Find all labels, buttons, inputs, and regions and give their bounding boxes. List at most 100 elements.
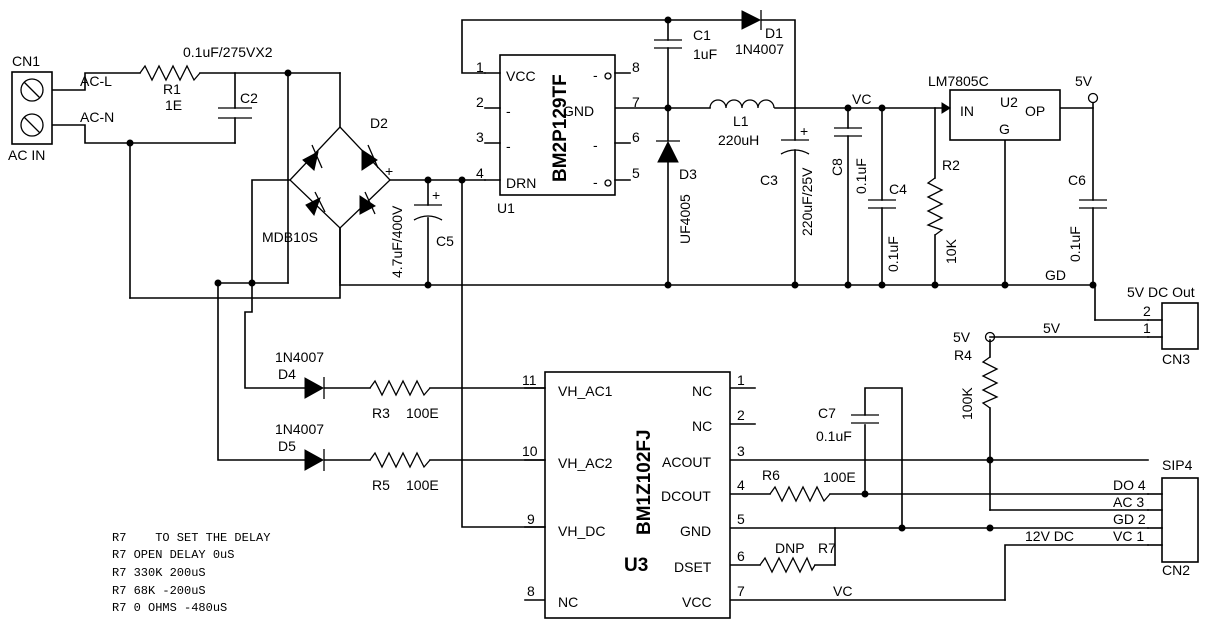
net-ac-n: AC-N [80,109,114,125]
u3-pin8-num: 8 [527,583,535,599]
d5-value: 1N4007 [275,421,324,437]
capacitor-c1: C1 1uF [654,27,717,62]
c1-ref: C1 [693,27,711,43]
connector-cn3: 5V DC Out 2 1 CN3 5V [1043,284,1199,367]
u1-pin1-name: VCC [506,68,536,84]
u3-pin4-name: DCOUT [661,488,711,504]
note-line: R7 OPEN DELAY 0uS [112,548,234,562]
capacitor-c8: C8 0.1uF [829,127,869,194]
cn2-title: SIP4 [1162,457,1193,473]
u2-pin-in: IN [960,103,974,119]
capacitor-c5: + C5 4.7uF/400V [389,187,454,278]
c4-ref: C4 [889,181,907,197]
diode-d3: D3 UF4005 [656,140,697,244]
r6-value: 100E [823,469,856,485]
r3-value: 100E [406,405,439,421]
resistor-r2: R2 10K [926,157,960,264]
note-line: R7 330K 200uS [112,566,206,580]
u1-pin4-num: 4 [476,165,484,181]
capacitor-c6: C6 0.1uF [1067,172,1107,262]
resistor-r6: R6 100E [762,467,856,503]
cn2-pin1: VC 1 [1113,528,1144,544]
net-vc: VC [852,91,871,107]
connector-cn2: SIP4 DO 4 AC 3 GD 2 VC 1 CN2 12V DC [1025,457,1199,578]
c8-value: 0.1uF [853,158,869,194]
u1-pin1-num: 1 [476,59,484,75]
r1-value: 1E [165,97,182,113]
r4-net: 5V [953,329,971,345]
l1-value: 220uH [718,132,759,148]
u1-pin2-name: - [506,103,511,119]
c2-value: 0.1uF/275VX2 [183,44,273,60]
u3-pin6-name: DSET [674,559,712,575]
u3-part: BM1Z102FJ [634,429,655,535]
cn3-pin1: 1 [1143,320,1151,336]
resistor-r1: R1 1E [139,64,201,113]
c3-ref: C3 [760,172,778,188]
u3-pin8-name: NC [558,594,578,610]
capacitor-c4: C4 0.1uF [868,181,907,272]
u3-pin1-num: 1 [737,372,745,388]
u1-pin6-name: - [593,137,598,153]
cn3-ref: CN3 [1162,351,1190,367]
u3-pin4-num: 4 [737,477,745,493]
resistor-r3: R3 100E [369,379,439,421]
bridge-d2: + D2 MDB10S [262,115,393,245]
u2-part: LM7805C [928,73,989,89]
net-5v: 5V [1075,73,1093,89]
d4-value: 1N4007 [275,349,324,365]
d1-ref: D1 [765,25,783,41]
c5-value: 4.7uF/400V [389,205,405,278]
u3-pin10-name: VH_AC2 [558,455,613,471]
diode-d1: D1 1N4007 [735,10,784,57]
note-line: R7 68K -200uS [112,584,206,598]
regulator-u2: LM7805C U2 IN G OP [928,73,1061,141]
cn2-pin2: GD 2 [1113,511,1146,527]
u1-pin8-name: - [593,67,598,83]
u3-pin5-name: GND [680,523,711,539]
u1-pin3-num: 3 [476,129,484,145]
c2-ref: C2 [240,90,258,106]
connector-cn1: CN1 AC IN AC-L AC-N [8,53,114,163]
cn2-pin3: AC 3 [1113,494,1144,510]
c7-ref: C7 [818,405,836,421]
diode-d5: 1N4007 D5 [275,421,325,471]
l1-ref: L1 [733,113,749,129]
net-cn3-5v: 5V [1043,320,1061,336]
u1-pin5-name: - [593,174,598,190]
r1-ref: R1 [163,81,181,97]
u3-pin7-num: 7 [737,583,745,599]
r5-value: 100E [406,477,439,493]
u3-pin9-name: VH_DC [558,523,605,539]
cn2-pin4: DO 4 [1113,477,1146,493]
capacitor-c2: 0.1uF/275VX2 C2 [183,44,273,119]
d3-value: UF4005 [677,194,693,244]
u3-pin3-name: ACOUT [662,454,711,470]
net-vc-u3: VC [833,583,852,599]
c6-value: 0.1uF [1067,226,1083,262]
u3-pin6-num: 6 [737,548,745,564]
ic-u1: 1 2 3 4 VCC - - DRN 8 7 6 5 - GND - - BM… [476,54,640,216]
net-ac-l: AC-L [80,73,112,89]
capacitor-c3: + C3 220uF/25V [760,123,815,236]
r4-value: 100K [959,387,975,420]
u2-pin-op: OP [1025,103,1045,119]
u3-ref: U3 [624,555,648,576]
capacitor-c7: C7 0.1uF [816,405,879,444]
u3-pin5-num: 5 [737,511,745,527]
power-5v: 5V [1075,73,1099,104]
u1-pin5-num: 5 [632,165,640,181]
c3-value: 220uF/25V [799,167,815,236]
net-12v: 12V DC [1025,528,1074,544]
r3-ref: R3 [372,405,390,421]
wires [51,19,1149,601]
u3-pin1-name: NC [692,383,712,399]
u1-pin6-num: 6 [632,129,640,145]
delay-notes: R7 TO SET THE DELAY R7 OPEN DELAY 0uS R7… [112,531,270,615]
r5-ref: R5 [372,477,390,493]
c7-value: 0.1uF [816,428,852,444]
u3-pin2-name: NC [692,418,712,434]
cn3-title: 5V DC Out [1127,284,1195,300]
c8-ref: C8 [829,158,845,176]
